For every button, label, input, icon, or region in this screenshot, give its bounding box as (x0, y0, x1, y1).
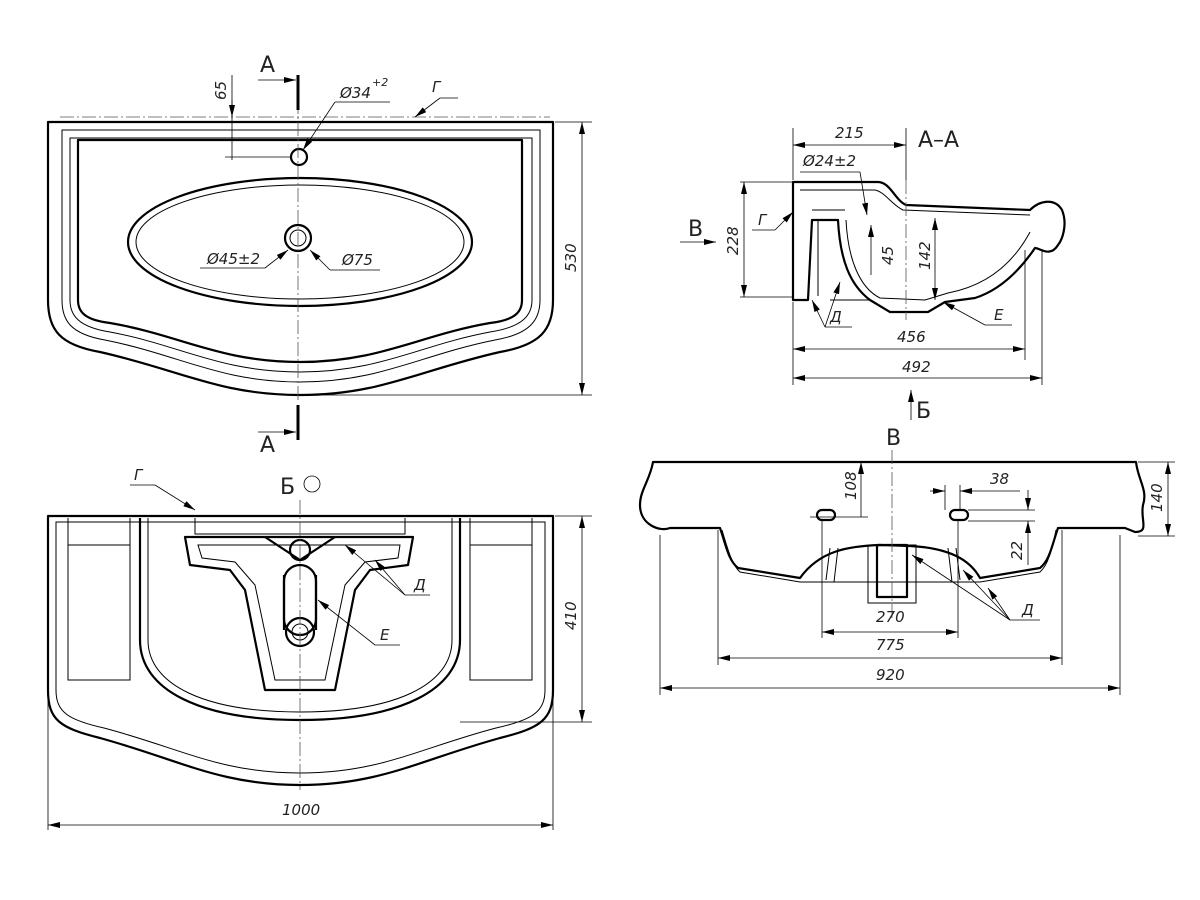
dim-tap-hole-tol: +2 (372, 76, 388, 89)
front-view: B 108 38 22 140 Д 270 (638, 426, 1175, 695)
dim-456: 456 (897, 328, 926, 346)
section-title: A–A (918, 128, 959, 153)
front-outline (638, 460, 1146, 580)
mark-d-section: Д (829, 308, 842, 326)
dim-228: 228 (724, 226, 742, 255)
basin-outline (46, 120, 555, 397)
dim-492: 492 (902, 358, 931, 376)
dim-overflow: Ø24±2 (802, 152, 856, 170)
mark-g-section: Г (758, 211, 768, 229)
mark-g-bottom: Г (134, 466, 144, 484)
dim-22: 22 (1008, 541, 1026, 560)
section-mark-top: A (260, 53, 275, 78)
bowl-outline (126, 176, 474, 308)
dim-775: 775 (876, 636, 905, 654)
section-mark-bottom: A (260, 433, 275, 458)
mark-e-section: Е (994, 306, 1004, 324)
rim-inner-line (61, 129, 541, 383)
dim-1000: 1000 (282, 801, 320, 819)
view-mark-b: B (688, 217, 703, 242)
bottom-view-title: Б (280, 475, 295, 500)
dim-530: 530 (562, 243, 580, 272)
mark-g-top: Г (432, 78, 442, 96)
mount-hole-left (815, 508, 837, 522)
dim-45: 45 (879, 246, 897, 265)
dim-drain: Ø45±2 (206, 250, 260, 268)
tap-hole (289, 147, 309, 167)
mark-d-front: Д (1021, 601, 1034, 619)
section-view: A–A 215 Ø24±2 228 B Г 45 142 Д Е (680, 124, 1066, 424)
dim-drain-outer: Ø75 (341, 251, 373, 269)
dim-38: 38 (990, 470, 1009, 488)
rotate-icon (303, 475, 321, 493)
dim-215: 215 (835, 124, 864, 142)
front-view-title: B (886, 426, 901, 451)
mark-d-bottom: Д (413, 576, 426, 594)
mark-e-bottom: Е (380, 626, 390, 644)
dim-142: 142 (916, 241, 934, 270)
section-outline (791, 180, 1066, 314)
support-frame (183, 535, 415, 692)
view-mark-bottom: Б (916, 399, 931, 424)
top-view: A A 65 Ø34 +2 Г Ø45±2 Ø75 530 (46, 53, 592, 458)
dim-270: 270 (876, 608, 905, 626)
dim-920: 920 (876, 666, 905, 684)
bottom-view: Б Г Д Е 410 1000 (46, 466, 592, 830)
bottom-outline (46, 514, 555, 787)
dim-tap-hole: Ø34 (339, 84, 371, 102)
dim-108: 108 (842, 471, 860, 500)
dim-140: 140 (1148, 483, 1166, 512)
mount-hole-right (948, 508, 970, 522)
dim-65: 65 (212, 81, 230, 100)
dim-410: 410 (562, 601, 580, 630)
